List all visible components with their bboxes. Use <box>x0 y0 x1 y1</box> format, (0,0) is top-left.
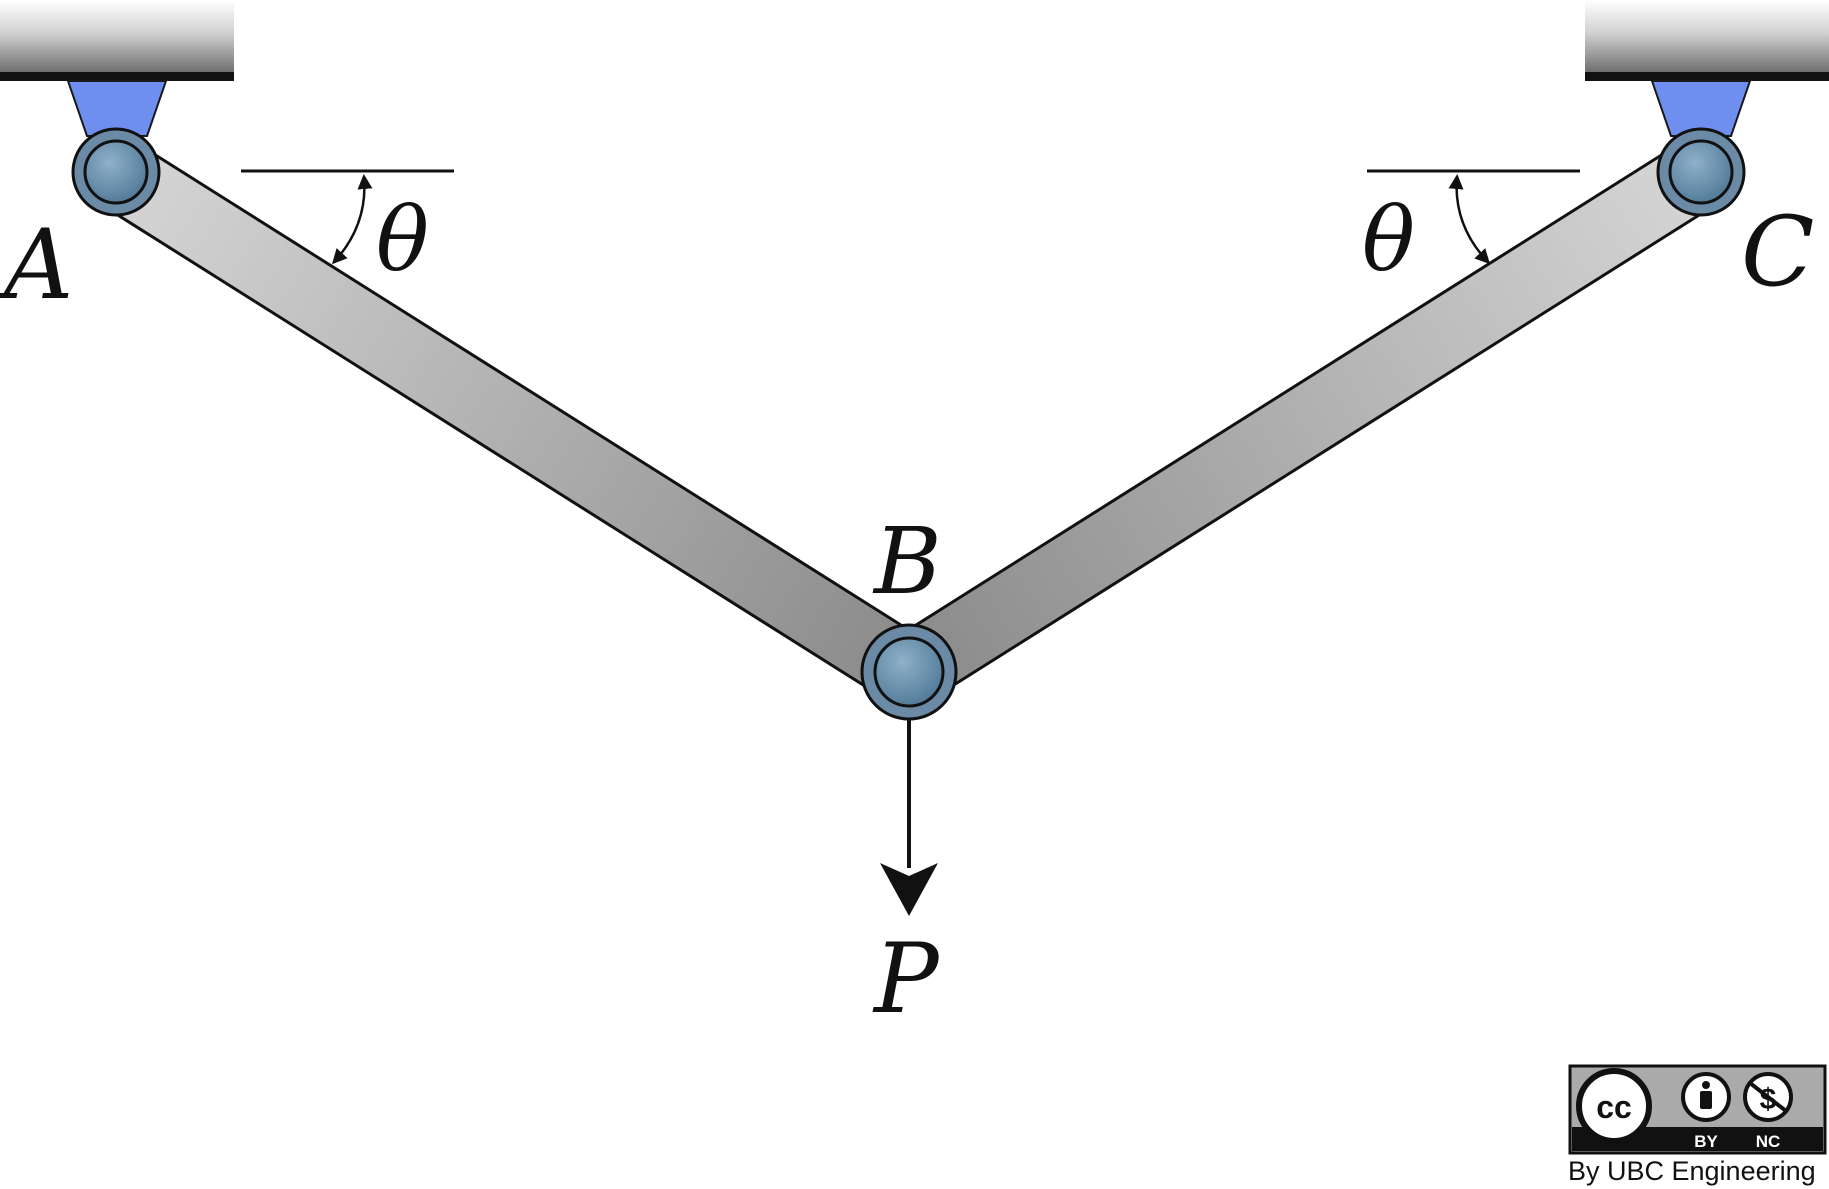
bar-ab <box>92 142 933 702</box>
ceiling-edge-left <box>0 72 234 81</box>
label-p: P <box>872 923 940 1035</box>
attribution-icon <box>1681 1072 1731 1122</box>
angle-marker-right <box>1367 169 1580 265</box>
cc-label: cc <box>1596 1089 1632 1125</box>
noncommercial-icon: $ <box>1743 1072 1793 1122</box>
support-left <box>0 0 234 137</box>
label-b: B <box>872 508 942 615</box>
license-badge: cc $ BY NC By UBC Engineering <box>1568 1064 1827 1186</box>
angle-arc-left <box>331 174 373 265</box>
pin-c <box>1656 127 1746 217</box>
label-theta-left: θ <box>376 188 429 291</box>
load-arrowhead <box>880 863 938 916</box>
ceiling-block-right <box>1585 0 1829 74</box>
license-by: BY <box>1694 1132 1718 1151</box>
ceiling-block-left <box>0 0 234 74</box>
label-a: A <box>0 209 73 321</box>
ceiling-edge-right <box>1585 72 1829 81</box>
support-right <box>1585 0 1829 137</box>
bracket-left <box>66 80 168 137</box>
bracket-right <box>1650 80 1752 137</box>
pin-b <box>860 623 958 721</box>
cc-icon <box>1576 1068 1652 1144</box>
label-theta-right: θ <box>1362 188 1415 291</box>
pin-a <box>71 127 161 217</box>
label-c: C <box>1741 196 1814 308</box>
load-arrow <box>880 712 938 916</box>
angle-marker-left <box>241 169 454 265</box>
license-nc: NC <box>1756 1132 1781 1151</box>
bar-bc <box>884 142 1725 702</box>
license-credit: By UBC Engineering <box>1568 1156 1816 1186</box>
angle-arc-right <box>1448 174 1491 265</box>
